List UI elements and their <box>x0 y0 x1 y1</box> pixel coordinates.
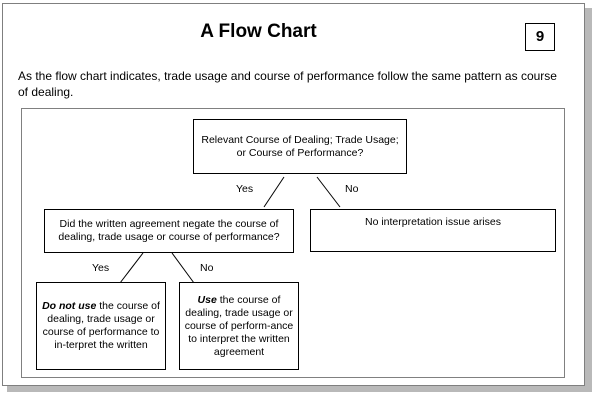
use-text: Use the course of dealing, trade usage o… <box>184 294 294 359</box>
intro-text: As the flow chart indicates, trade usage… <box>18 69 557 99</box>
page-number-badge: 9 <box>525 23 555 51</box>
negation-question-box: Did the written agreement negate the cou… <box>44 209 294 253</box>
no-issue-box: No interpretation issue arises <box>310 209 556 252</box>
negation-question-text: Did the written agreement negate the cou… <box>58 218 280 243</box>
do-not-use-body: the course of dealing, trade usage or co… <box>42 300 160 351</box>
use-emphasis: Use <box>197 293 217 306</box>
edge-label-no-2: No <box>200 262 214 274</box>
flow-chart: Relevant Course of Dealing; Trade Usage;… <box>21 108 565 378</box>
do-not-use-text: Do not use the course of dealing, trade … <box>41 300 161 352</box>
edge-label-yes-2: Yes <box>92 262 110 274</box>
edge-label-no-1: No <box>345 183 359 195</box>
slide: A Flow Chart 9 As the flow chart indicat… <box>2 3 585 386</box>
use-body: the course of dealing, trade usage or co… <box>184 293 294 358</box>
page-title: A Flow Chart <box>200 21 317 42</box>
root-question-box: Relevant Course of Dealing; Trade Usage;… <box>193 119 407 174</box>
do-not-use-emphasis: Do not use <box>42 300 97 312</box>
do-not-use-box: Do not use the course of dealing, trade … <box>36 282 166 370</box>
root-question-text: Relevant Course of Dealing; Trade Usage;… <box>201 133 399 159</box>
connector-lines <box>119 176 341 284</box>
no-issue-text: No interpretation issue arises <box>365 216 501 228</box>
edge-label-yes-1: Yes <box>236 183 254 195</box>
use-box: Use the course of dealing, trade usage o… <box>179 282 299 370</box>
